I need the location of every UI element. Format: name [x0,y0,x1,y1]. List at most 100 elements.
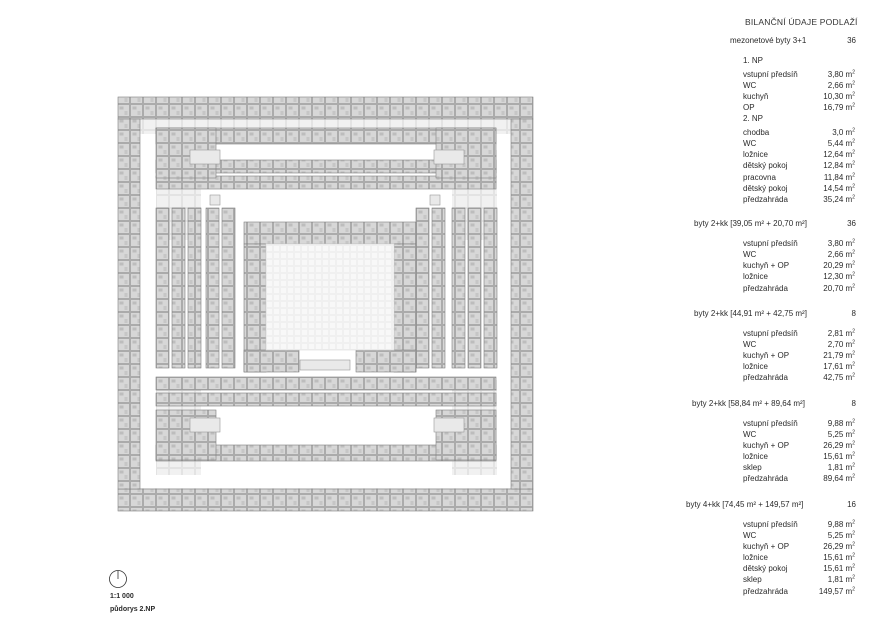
unit-exponent: 2 [852,462,855,469]
area-unit: m [845,261,853,271]
area-unit: m [845,250,853,260]
room-area-value: 89,64 [823,474,846,484]
area-unit: m [845,463,853,473]
unit-exponent: 2 [852,585,855,592]
room-name: ložnice [743,452,768,462]
room-area-value: 42,75 [823,373,846,383]
room-name: předzahráda [743,586,788,596]
housing-wing [155,409,217,461]
area-unit: m [845,430,853,440]
room-area-value: 21,79 [823,351,846,361]
area-unit: m [845,542,853,552]
room-area: 3,80 m2 [828,239,855,249]
room-area-value: 20,70 [823,283,846,293]
room-area-value: 12,84 [823,161,846,171]
room-area: 15,61 m2 [823,553,855,563]
room-area: 10,30 m2 [823,92,855,102]
room-area: 5,44 m2 [828,139,855,149]
room-area-value: 15,61 [823,553,846,563]
north-arrow-icon [109,570,127,588]
unit-exponent: 2 [852,350,855,357]
table-title: BILANČNÍ ÚDAJE PODLAŽÍ [745,17,858,27]
room-area: 11,84 m2 [824,171,855,183]
room-name: kuchyň + OP [743,542,790,552]
apartment-group-header: byty 4+kk [74,45 m² + 149,57 m²]16 [686,500,856,510]
housing-wing [171,207,186,369]
area-unit: m [845,92,853,102]
area-unit: m [845,441,853,451]
floor-heading: 2. NP [743,114,763,124]
area-unit: m [845,474,853,484]
unit-exponent: 2 [852,171,855,178]
room-name: vstupní předsíň [743,239,798,249]
stair-core [433,417,465,433]
room-name: WC [743,250,757,260]
stair-core [209,194,221,206]
room-area-value: 10,30 [823,92,846,102]
housing-wing [205,207,220,369]
room-area-value: 3,80 [827,69,846,79]
unit-exponent: 2 [852,361,855,368]
area-unit: m [845,575,853,585]
room-name: OP [743,103,755,113]
room-area: 17,61 m2 [823,362,855,372]
stair-core [189,417,221,433]
unit-exponent: 2 [852,69,855,76]
unit-exponent: 2 [852,541,855,548]
room-name: WC [743,430,757,440]
housing-wing [155,207,170,369]
room-area-value: 5,25 [827,531,846,541]
unit-exponent: 2 [852,451,855,458]
room-name: předzahráda [743,194,788,204]
room-name: vstupní předsíň [743,69,798,79]
area-unit: m [845,452,853,462]
room-area: 26,29 m2 [823,441,855,451]
unit-exponent: 2 [852,418,855,425]
room-area-value: 2,70 [827,340,846,350]
apartment-group-header: byty 2+kk [44,91 m² + 42,75 m²]8 [694,309,856,319]
room-area-value: 15,61 [823,564,846,574]
room-name: předzahráda [743,373,788,383]
unit-exponent: 2 [852,574,855,581]
group-name: byty 4+kk [74,45 m² + 149,57 m²] [686,499,804,509]
housing-wing [155,175,497,190]
room-area-value: 1,81 [827,463,846,473]
unit-exponent: 2 [852,160,855,167]
unit-exponent: 2 [852,138,855,145]
room-name: sklep [743,463,762,473]
room-area: 1,81 m2 [828,463,855,473]
area-row: sklep 1,81 m2 [743,463,855,473]
building-blocks [117,96,534,512]
apartment-group-header: byty 2+kk [39,05 m² + 20,70 m²]36 [694,219,856,229]
area-unit: m [845,283,853,293]
area-row: kuchyň 10,30 m2 [743,92,855,102]
room-area: 1,81 m2 [828,575,855,585]
area-unit: m [845,553,853,563]
room-area: 2,81 m2 [828,329,855,339]
unit-exponent: 2 [852,563,855,570]
area-unit: m [845,272,853,282]
unit-exponent: 2 [852,282,855,289]
housing-wing [117,118,141,490]
group-name: byty 2+kk [39,05 m² + 20,70 m²] [694,219,807,229]
room-name: kuchyň [743,92,769,102]
unit-exponent: 2 [852,339,855,346]
room-name: dětský pokoj [743,564,788,574]
